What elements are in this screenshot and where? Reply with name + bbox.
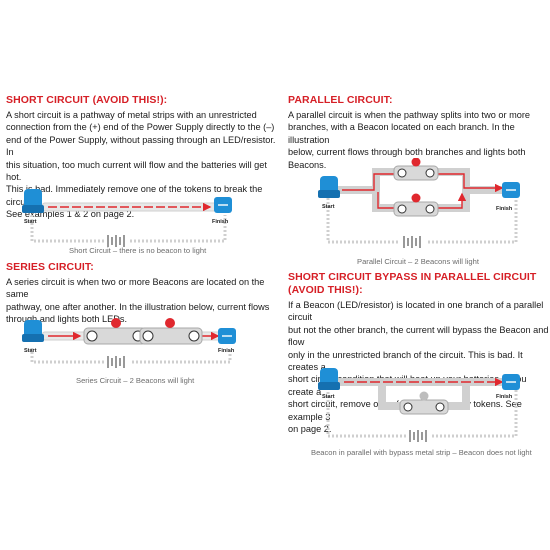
finish-label: Finish <box>496 394 513 400</box>
start-power-icon <box>318 368 340 390</box>
finish-label: Finish <box>212 219 229 225</box>
beacon-top-icon <box>393 158 439 181</box>
series-circuit-text: A series circuit is when two or more Bea… <box>6 277 270 325</box>
start-label: Start <box>24 219 37 225</box>
bypass-circuit-diagram: Start Finish <box>318 368 520 442</box>
beacon-bottom-icon <box>393 193 439 217</box>
short-circuit-diagram: Start Finish <box>22 189 232 247</box>
finish-power-icon <box>214 197 232 213</box>
short-circuit-heading: SHORT CIRCUIT (AVOID THIS!): <box>6 94 168 106</box>
series-circuit-section: SERIES CIRCUIT: A series circuit is when… <box>6 261 276 326</box>
finish-label: Finish <box>218 348 235 354</box>
start-power-icon <box>22 189 44 213</box>
short-circuit-text: A short circuit is a pathway of metal st… <box>6 110 276 220</box>
short-circuit-caption: Short Circuit – there is no beacon to li… <box>69 246 207 255</box>
start-label: Start <box>24 348 37 354</box>
battery-icon <box>403 236 421 248</box>
battery-icon <box>107 356 125 368</box>
beacon-unlit-icon <box>399 391 449 415</box>
start-label: Start <box>322 394 335 400</box>
parallel-circuit-text: A parallel circuit is when the pathway s… <box>288 110 531 170</box>
beacon-1-icon <box>83 318 147 345</box>
finish-power-icon <box>502 182 520 198</box>
parallel-circuit-diagram: Start Finish <box>318 158 520 248</box>
series-circuit-caption: Series Circuit – 2 Beacons will light <box>76 376 195 385</box>
parallel-circuit-section: PARALLEL CIRCUIT: A parallel circuit is … <box>288 94 550 171</box>
series-circuit-diagram: Start Finish <box>22 318 236 368</box>
bypass-circuit-heading: SHORT CIRCUIT BYPASS IN PARALLEL CIRCUIT… <box>288 271 537 296</box>
battery-icon <box>107 235 125 247</box>
short-circuit-section: SHORT CIRCUIT (AVOID THIS!): A short cir… <box>6 94 276 221</box>
finish-power-icon <box>218 328 236 344</box>
finish-label: Finish <box>496 206 513 212</box>
bypass-circuit-caption: Beacon in parallel with bypass metal str… <box>311 448 532 457</box>
start-label: Start <box>322 204 335 210</box>
beacon-2-icon <box>139 318 203 345</box>
battery-icon <box>409 430 427 442</box>
start-power-icon <box>22 320 44 342</box>
parallel-circuit-heading: PARALLEL CIRCUIT: <box>288 94 393 106</box>
start-power-icon <box>318 176 340 198</box>
series-circuit-heading: SERIES CIRCUIT: <box>6 261 94 273</box>
finish-power-icon <box>502 374 520 390</box>
parallel-circuit-caption: Parallel Circuit – 2 Beacons will light <box>357 257 479 266</box>
